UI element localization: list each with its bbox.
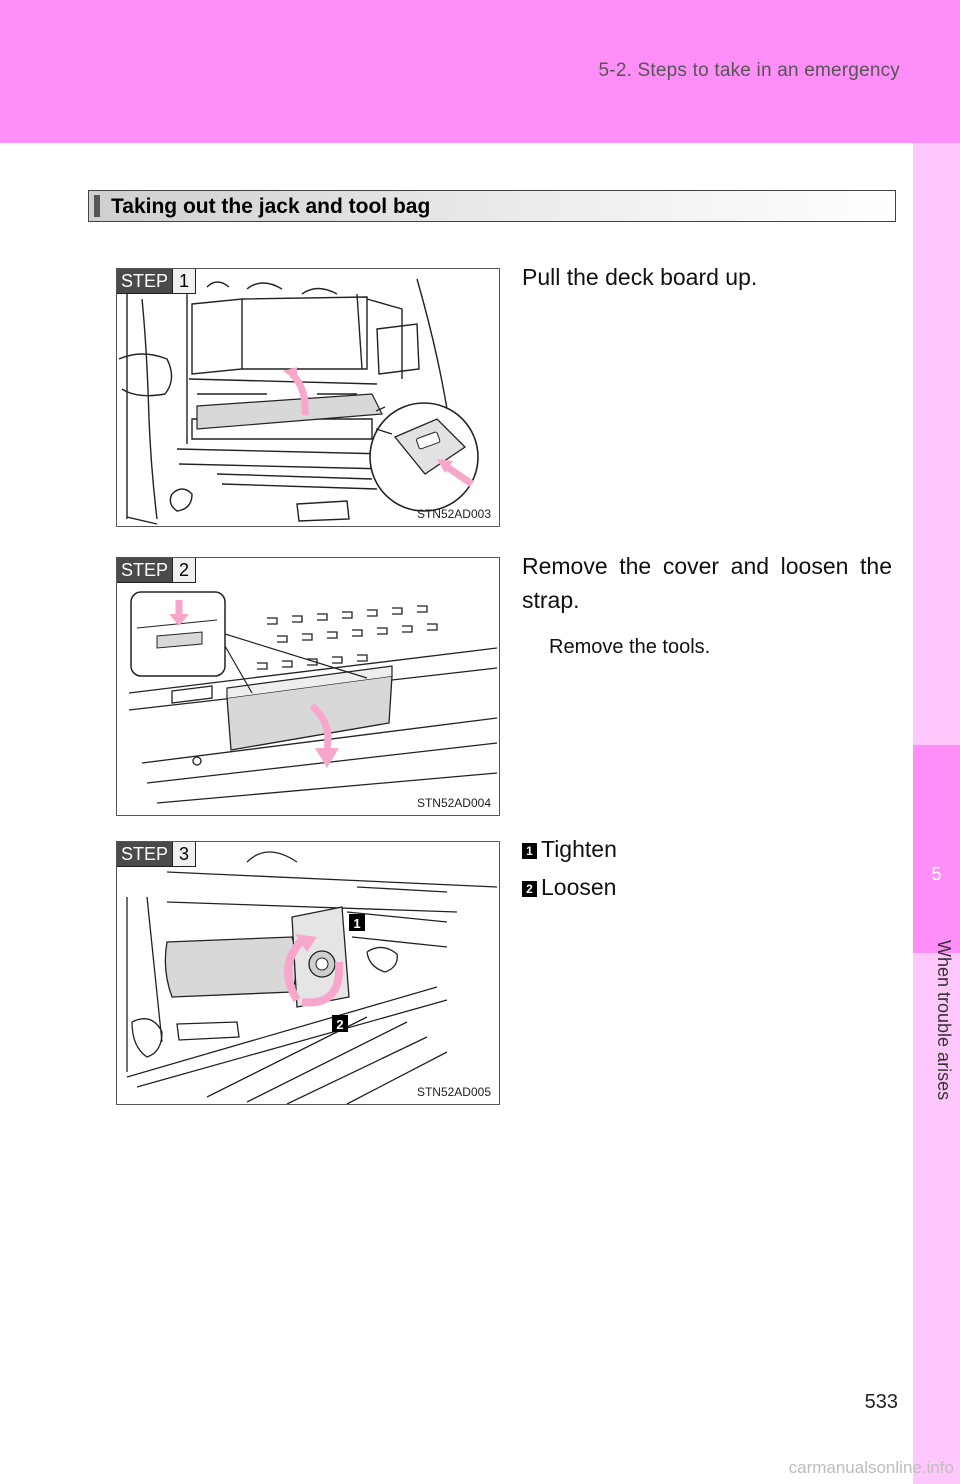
chapter-number: 5 (931, 864, 942, 884)
step-number: 3 (172, 842, 196, 866)
svg-text:1: 1 (353, 916, 360, 931)
step-2-figure: STEP 2 STN52AD004 (116, 557, 500, 816)
figure-code: STN52AD005 (416, 1085, 491, 1099)
item-text: Loosen (541, 874, 617, 900)
page-header: 5-2. Steps to take in an emergency (0, 0, 960, 143)
step-label: STEP (117, 558, 173, 582)
step-2-instruction: Remove the cover and loosen the strap. (522, 553, 892, 613)
step-badge: STEP 3 (117, 842, 197, 867)
item-text: Tighten (541, 836, 617, 862)
step-2-note: Remove the tools. (549, 636, 711, 658)
step-label: STEP (117, 842, 173, 866)
heading-marker (94, 195, 100, 217)
page-number: 533 (864, 1391, 898, 1413)
step-1-figure: STEP 1 STN52AD003 (116, 268, 500, 527)
figure-code: STN52AD003 (416, 507, 491, 521)
step-number: 2 (172, 558, 196, 582)
step-badge: STEP 2 (117, 558, 197, 583)
figure-code: STN52AD004 (416, 796, 491, 810)
step-number: 1 (172, 269, 196, 293)
step-3-figure: 1 2 STEP 3 STN52AD005 (116, 841, 500, 1105)
chapter-label: When trouble arises (934, 940, 954, 1101)
side-tab-active-chapter (913, 745, 960, 953)
item-marker-2: 2 (522, 880, 537, 897)
svg-text:2: 2 (336, 1017, 343, 1032)
step-1-instruction: Pull the deck board up. (522, 264, 758, 290)
chapter-section-title: 5-2. Steps to take in an emergency (598, 60, 900, 81)
step-label: STEP (117, 269, 173, 293)
item-marker-1: 1 (522, 842, 537, 859)
deck-board-illustration (118, 278, 479, 525)
cover-strap-illustration (128, 591, 498, 804)
section-heading: Taking out the jack and tool bag (88, 190, 896, 222)
watermark: carmanualsonline.info (788, 1458, 954, 1477)
jack-illustration: 1 2 (126, 851, 498, 1104)
section-heading-text: Taking out the jack and tool bag (111, 195, 431, 218)
step-badge: STEP 1 (117, 269, 197, 294)
